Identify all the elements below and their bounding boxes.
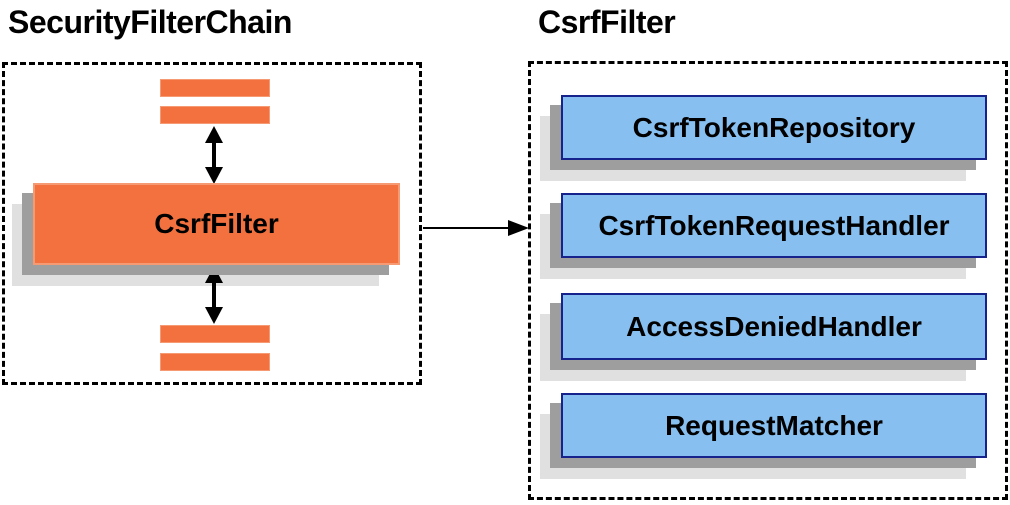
access-denied-handler-box: AccessDeniedHandler xyxy=(540,293,987,381)
up-down-arrow-icon xyxy=(204,126,224,184)
filter-placeholder-bar xyxy=(160,106,270,124)
filter-placeholder-bar xyxy=(160,353,270,371)
security-filter-chain-container xyxy=(2,62,422,385)
csrf-token-repository-box: CsrfTokenRepository xyxy=(540,95,987,181)
csrf-token-request-handler-box: CsrfTokenRequestHandler xyxy=(540,193,987,279)
right-arrow-icon xyxy=(423,219,529,237)
csrf-filter-title: CsrfFilter xyxy=(538,4,676,40)
filter-placeholder-bar xyxy=(160,79,270,97)
component-label: CsrfTokenRepository xyxy=(561,95,987,160)
component-label: CsrfTokenRequestHandler xyxy=(561,193,987,258)
request-matcher-box: RequestMatcher xyxy=(540,393,987,479)
security-filter-chain-title: SecurityFilterChain xyxy=(8,4,292,40)
csrf-filter-container xyxy=(528,61,1008,500)
csrf-filter-box-label: CsrfFilter xyxy=(33,183,400,265)
filter-placeholder-bar xyxy=(160,325,270,343)
component-label: AccessDeniedHandler xyxy=(561,293,987,360)
csrf-filter-box: CsrfFilter xyxy=(12,183,400,286)
component-label: RequestMatcher xyxy=(561,393,987,458)
